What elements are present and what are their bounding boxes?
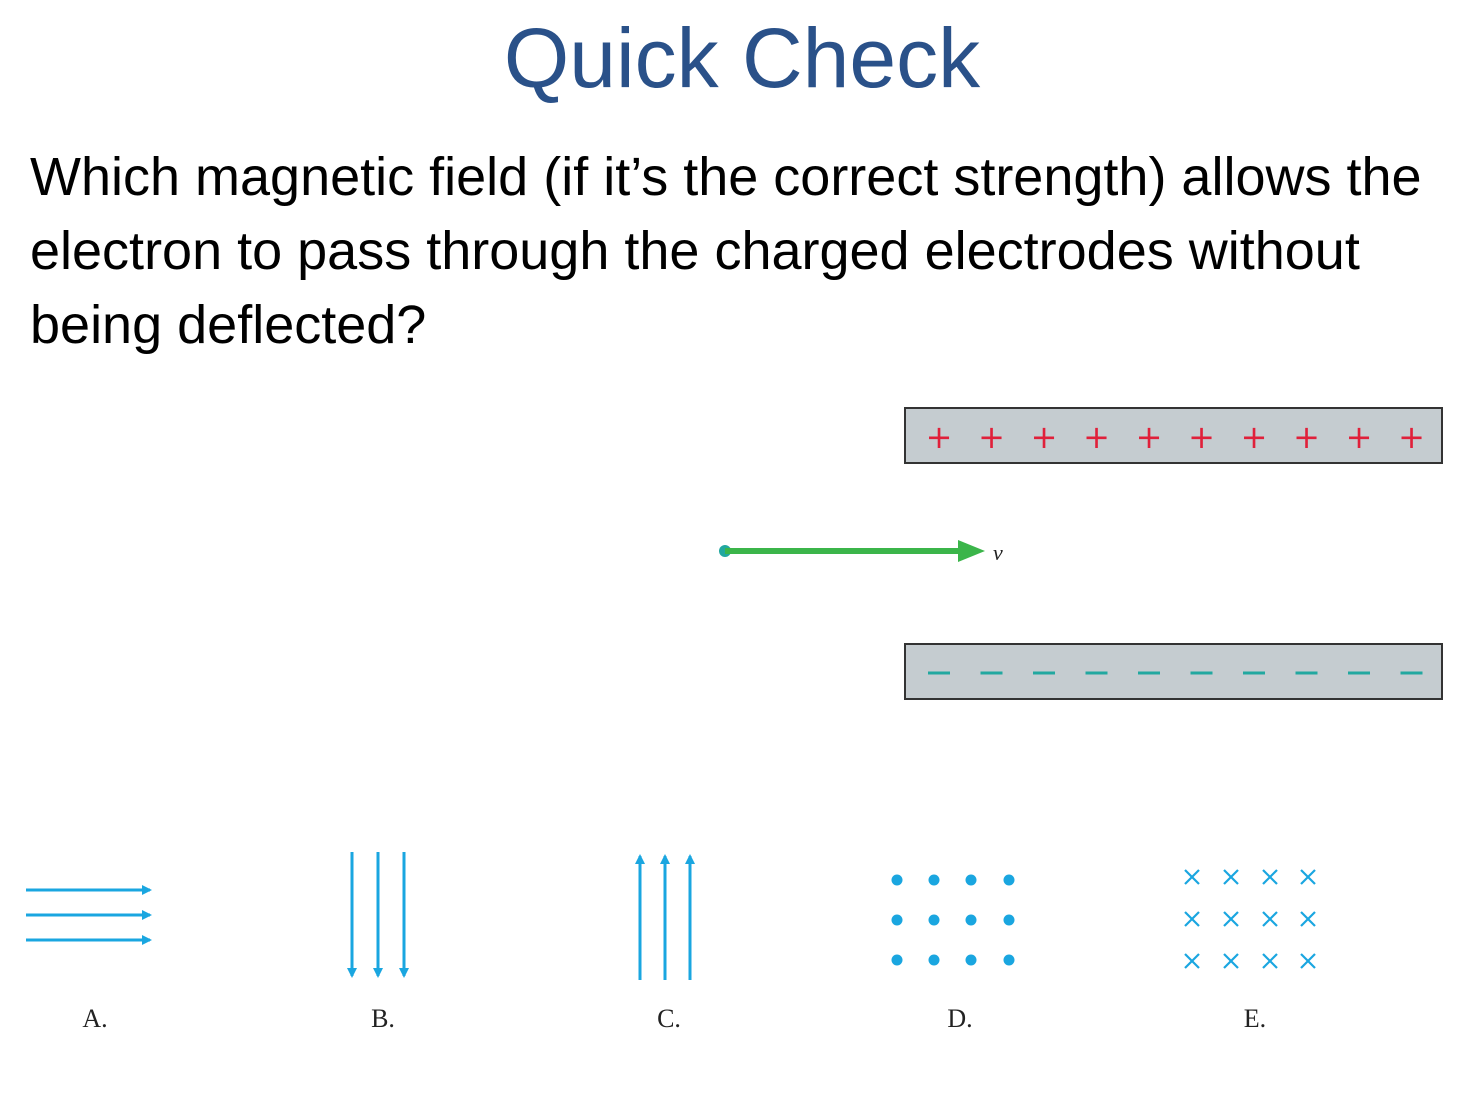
option-d-label[interactable]: D. (947, 1004, 973, 1033)
field-cross (1262, 953, 1278, 969)
velocity-label: v⃗ (993, 540, 1020, 565)
plus-charge: + (1083, 418, 1110, 456)
option-e-field[interactable] (1184, 869, 1316, 969)
negative-electrode (904, 643, 1443, 700)
plus-charge: + (1293, 418, 1320, 456)
option-a-label[interactable]: A. (82, 1004, 108, 1033)
slide-title: Quick Check (503, 11, 981, 105)
field-dot (1003, 954, 1015, 966)
plus-charge: + (1031, 418, 1058, 456)
plus-charge: + (926, 418, 953, 456)
field-cross (1300, 911, 1316, 927)
field-dot (891, 954, 903, 966)
plus-charges: + + + + + + + + + + (926, 418, 1425, 456)
field-dot (965, 954, 977, 966)
field-cross (1184, 911, 1200, 927)
field-dot (965, 874, 977, 886)
option-d-field[interactable] (891, 874, 1015, 966)
field-dot (928, 874, 940, 886)
field-dot (928, 914, 940, 926)
field-dot (891, 874, 903, 886)
option-c-field[interactable] (635, 854, 695, 980)
field-cross (1262, 911, 1278, 927)
option-b-label[interactable]: B. (371, 1004, 395, 1033)
option-e-label[interactable]: E. (1243, 1004, 1267, 1033)
field-cross (1300, 869, 1316, 885)
plus-charge: + (1241, 418, 1268, 456)
field-cross (1300, 953, 1316, 969)
electron-velocity: v⃗ (719, 540, 1020, 565)
option-b-field[interactable] (347, 852, 409, 978)
question-text: Which magnetic field (if it’s the correc… (30, 147, 1422, 355)
field-cross (1223, 953, 1239, 969)
field-dot (891, 914, 903, 926)
field-cross (1262, 869, 1278, 885)
field-cross (1223, 911, 1239, 927)
field-dot (1003, 874, 1015, 886)
field-cross (1223, 869, 1239, 885)
field-cross (1184, 953, 1200, 969)
field-dot (1003, 914, 1015, 926)
positive-electrode: + + + + + + + + + + (904, 407, 1443, 464)
plus-charge: + (1398, 418, 1425, 456)
option-a-field[interactable] (26, 885, 152, 945)
field-dot (928, 954, 940, 966)
plus-charge: + (1188, 418, 1215, 456)
plus-charge: + (1346, 418, 1373, 456)
plus-charge: + (1136, 418, 1163, 456)
field-cross (1184, 869, 1200, 885)
option-c-label[interactable]: C. (657, 1004, 681, 1033)
field-dot (965, 914, 977, 926)
plus-charge: + (978, 418, 1005, 456)
velocity-arrow-head (958, 540, 985, 562)
